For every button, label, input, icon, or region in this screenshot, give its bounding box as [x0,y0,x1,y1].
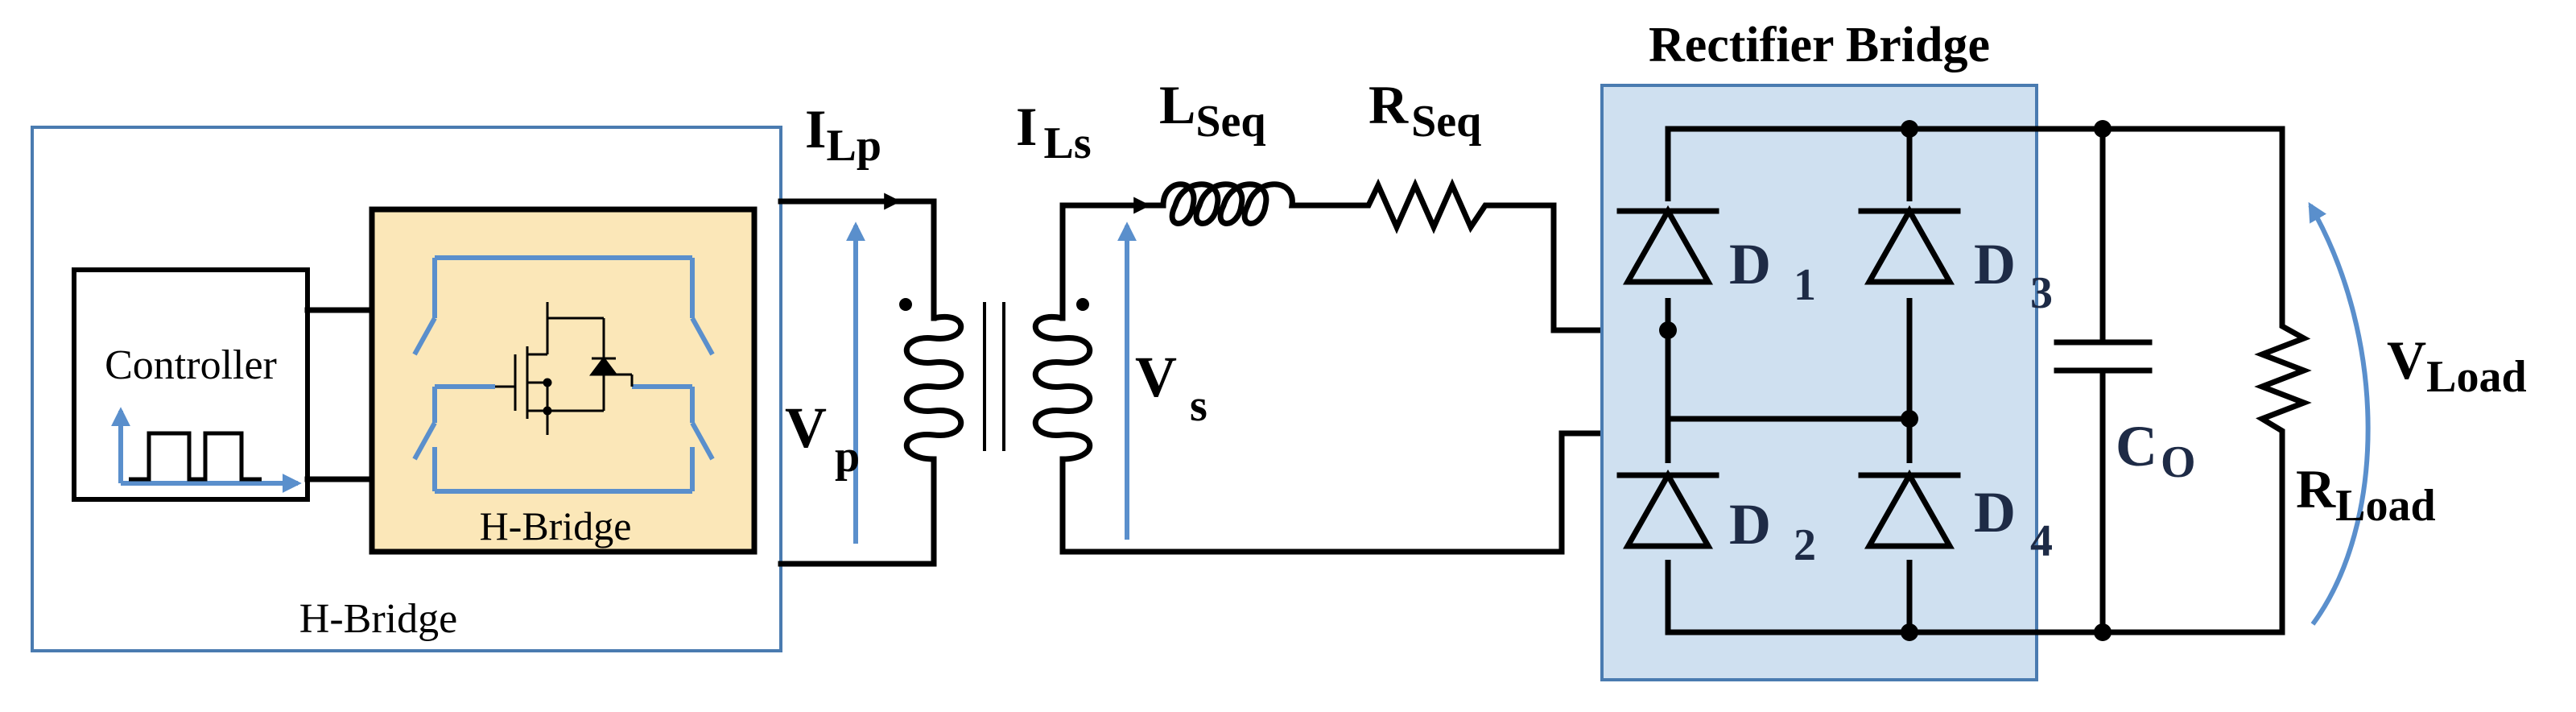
output-capacitor [2054,126,2153,635]
primary-top-wire [778,198,937,321]
secondary-bottom-wire [1059,430,1671,555]
r-load-label: RLoad [2296,458,2436,531]
hbridge-outer-label: H-Bridge [299,596,457,642]
series-resistor [1313,178,1671,333]
secondary-winding [1032,313,1093,462]
diode-d2 [1616,463,1719,560]
primary-winding [903,313,964,462]
primary-bottom-wire [778,456,937,567]
hbridge-switch-schematic [412,255,715,494]
secondary-dot [1076,298,1089,311]
primary-dot [899,298,912,311]
i-lp-label: ILp [805,98,881,171]
pulse-waveform-icon [111,407,302,493]
series-inductor [1160,181,1316,226]
load-resistor [2254,126,2312,635]
diode-d4 [1858,463,1961,560]
hbridge-inner-label: H-Bridge [480,503,632,548]
v-load-arrow [2308,201,2371,626]
controller-label: Controller [105,342,277,388]
l-seq-label: LSeq [1159,74,1266,147]
hbridge-module [369,206,758,555]
node [1901,120,1918,138]
diode-d1 [1616,201,1719,298]
r-seq-label: RSeq [1368,74,1481,147]
mosfet-icon [495,302,634,435]
v-load-label: VLoad [2387,329,2527,402]
diode-d3 [1858,201,1961,298]
rectifier-bridge-box [1600,84,2038,681]
c-o-label: CO [2116,414,2196,487]
rectifier-title: Rectifier Bridge [1649,18,1990,72]
node [1659,321,1677,339]
hbridge-system-box [31,126,782,652]
node [1901,623,1918,641]
